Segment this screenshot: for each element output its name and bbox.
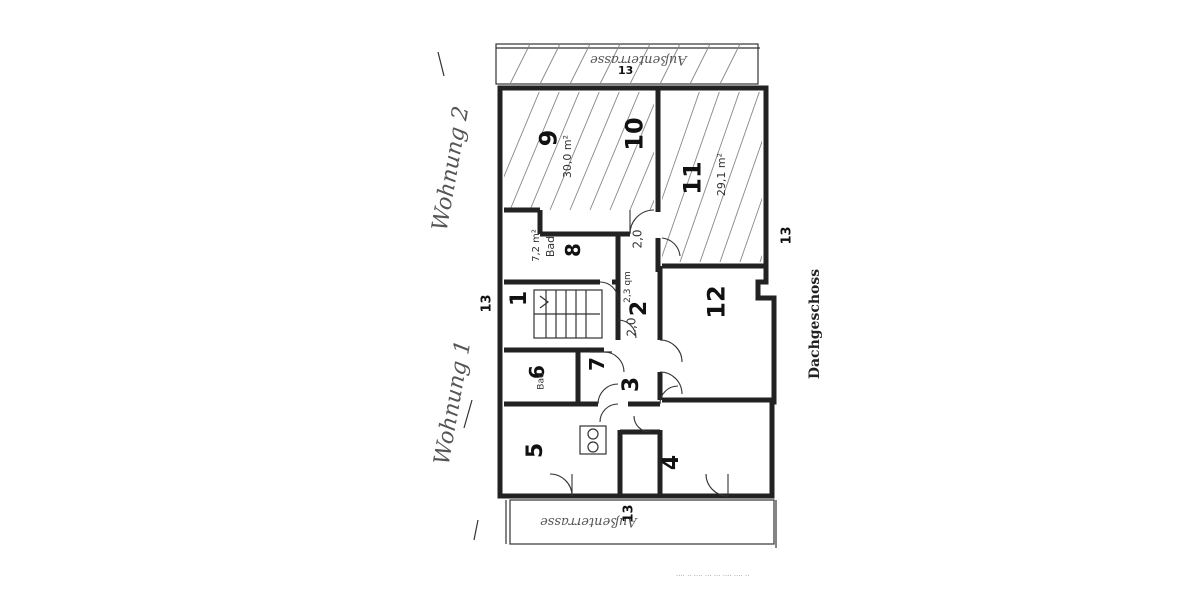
room-9-10-hatching [504,92,654,210]
left-outer-number: 13 [479,294,495,313]
room-8-label: 8 [560,243,585,257]
top-terrace-label: Außenterrasse [590,52,687,67]
bottom-terrace [505,499,777,548]
room-1-label: 1 [507,290,533,307]
room-3-label: 3 [619,376,645,393]
room-12-label: 12 [702,285,731,319]
dimension-upper: 2,0 [630,229,645,249]
bottom-terrace-number: 13 [621,504,637,523]
room-9-label: 9 [534,129,563,147]
right-outer-number: 13 [779,226,795,245]
floor-title: Dachgeschoss [807,268,824,380]
room-11-area: 29,1 m² [715,152,729,197]
room-6-name: Bad [536,372,547,390]
top-terrace-number: 13 [618,64,634,77]
pencil-marks [437,51,479,541]
outer-walls [497,85,777,499]
top-terrace [495,43,760,85]
room-11-label: 11 [678,161,707,195]
room-8-area: 7,2 m² [530,229,542,262]
room-7-label: 7 [584,357,609,371]
interior-walls [504,88,772,496]
footer-note: ···· ·· ···· ··· ··· ···· ···· ·· [676,572,750,580]
staircase [533,289,603,339]
room-8-name: Bad [544,235,558,258]
dimension-lower: 2,0 [624,317,639,337]
room-2-label: 2 [627,300,653,317]
stove-symbol [579,425,607,455]
room-5-label: 5 [523,442,549,459]
room-9-area: 30,0 m² [561,134,575,179]
room-10-label: 10 [620,117,649,151]
room-4-label: 4 [659,454,685,471]
room-11-hatching [662,92,762,262]
doors [549,209,729,497]
room-2-area: 2,3 qm [622,271,633,303]
